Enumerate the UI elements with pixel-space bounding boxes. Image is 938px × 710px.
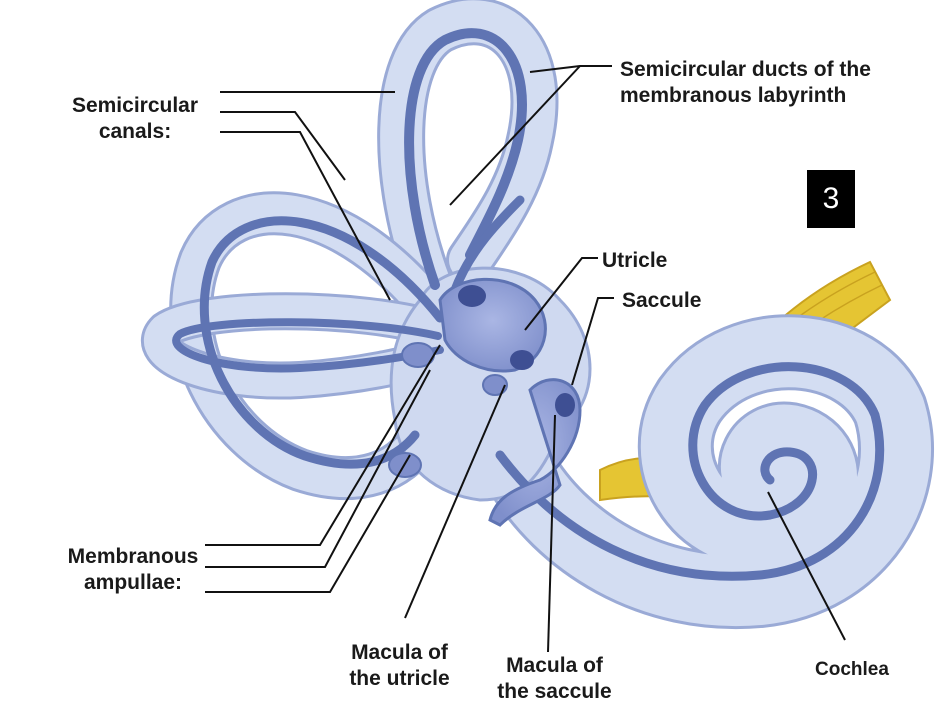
leader-canal-2 (220, 111, 346, 181)
leader-ampulla-2 (205, 369, 431, 568)
label-membranous-ampullae: Membranous ampullae: (67, 545, 199, 594)
label-macula-saccule: Macula of the saccule (497, 654, 612, 703)
leader-canal-3 (220, 131, 391, 301)
leader-cochlea (767, 491, 846, 641)
leader-utricle (524, 257, 598, 331)
leader-ampulla-3 (205, 454, 411, 593)
leader-saccule (571, 297, 614, 386)
label-utricle: Utricle (602, 249, 668, 272)
leader-macula-saccule (547, 414, 556, 653)
membranous-sacs (388, 277, 582, 527)
leader-lines (205, 65, 846, 653)
label-semicircular-canals: Semicircular canals: (71, 94, 199, 143)
figure-number-badge: 3 (807, 170, 855, 228)
label-macula-utricle: Macula of the utricle (349, 641, 450, 690)
leader-duct-2 (449, 65, 581, 206)
leader-ampulla-1 (205, 344, 441, 546)
bony-labyrinth (141, 0, 934, 630)
leader-macula-utricle (404, 384, 506, 619)
membranous-ducts (172, 28, 885, 581)
label-saccule: Saccule (622, 289, 702, 312)
label-semicircular-ducts: Semicircular ducts of the membranous lab… (620, 58, 871, 107)
label-cochlea: Cochlea (815, 659, 889, 680)
